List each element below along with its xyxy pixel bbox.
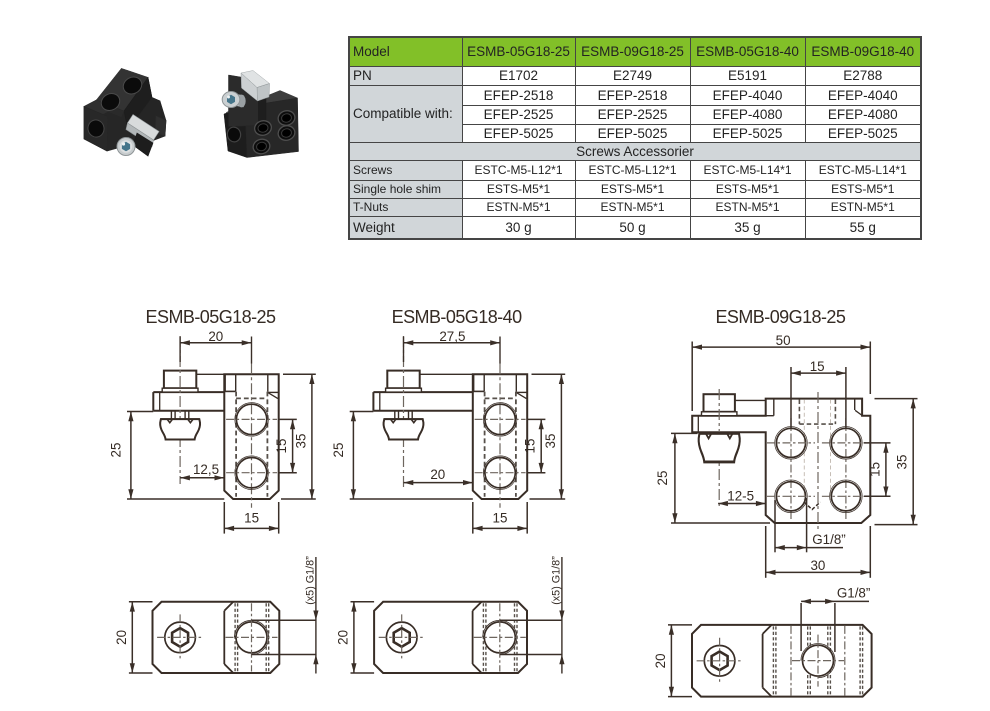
svg-text:20: 20 — [430, 467, 445, 482]
svg-text:30: 30 — [810, 558, 825, 573]
svg-text:12-5: 12-5 — [727, 489, 754, 504]
svg-text:15: 15 — [493, 510, 508, 525]
svg-text:35: 35 — [294, 434, 309, 449]
svg-text:15: 15 — [244, 510, 259, 525]
svg-text:50: 50 — [776, 333, 791, 348]
svg-text:15: 15 — [523, 439, 538, 454]
svg-text:20: 20 — [208, 329, 223, 344]
svg-text:(x5) G1/8”: (x5) G1/8” — [551, 556, 563, 605]
svg-text:35: 35 — [543, 434, 558, 449]
svg-text:ESMB-05G18-25: ESMB-05G18-25 — [146, 307, 276, 327]
svg-text:25: 25 — [655, 471, 670, 486]
svg-text:25: 25 — [109, 443, 124, 458]
svg-text:G1/8”: G1/8” — [812, 532, 846, 547]
svg-text:G1/8”: G1/8” — [837, 586, 871, 601]
svg-text:ESMB-05G18-40: ESMB-05G18-40 — [392, 307, 522, 327]
svg-text:12,5: 12,5 — [193, 462, 219, 477]
svg-text:20: 20 — [336, 630, 351, 645]
svg-text:27,5: 27,5 — [439, 329, 465, 344]
svg-text:(x5) G1/8”: (x5) G1/8” — [305, 556, 317, 605]
svg-text:ESMB-09G18-25: ESMB-09G18-25 — [715, 307, 845, 327]
svg-text:20: 20 — [114, 630, 129, 645]
svg-text:15: 15 — [274, 439, 289, 454]
svg-text:35: 35 — [895, 455, 910, 470]
svg-text:20: 20 — [653, 653, 668, 668]
svg-text:15: 15 — [810, 359, 825, 374]
svg-text:15: 15 — [868, 462, 883, 477]
svg-text:25: 25 — [331, 443, 346, 458]
